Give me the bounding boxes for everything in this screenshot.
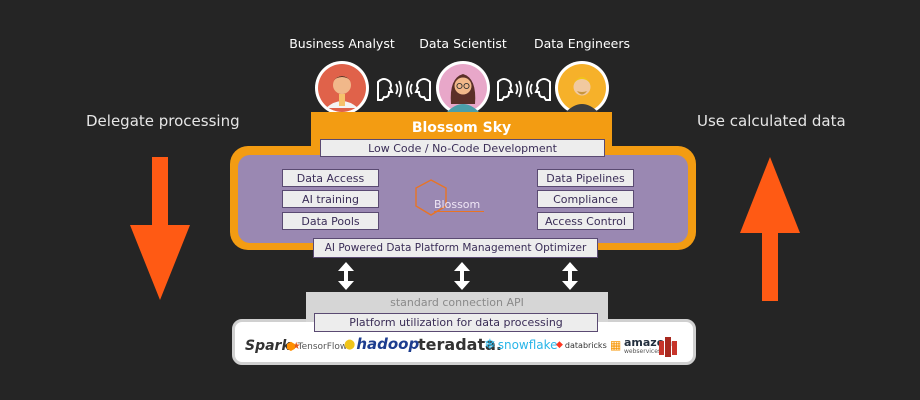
spark-star-icon: ★ xyxy=(291,340,301,352)
aws-redshift-icon xyxy=(659,337,677,357)
persona-label-data-engineers: Data Engineers xyxy=(533,36,630,51)
blossom-logo-underline xyxy=(434,211,484,212)
tensorflow-logo-icon: ⬢ TensorFlow xyxy=(286,340,347,353)
double-arrow-icon-2 xyxy=(454,262,470,290)
databricks-logo-label: databricks xyxy=(564,340,607,350)
spark-logo-label: Spark xyxy=(245,338,291,354)
compliance-box: Compliance xyxy=(537,190,634,208)
delegate-processing-label: Delegate processing xyxy=(86,112,240,130)
teradata-logo-icon: teradata. xyxy=(418,335,502,354)
blossom-logo-icon xyxy=(415,179,447,216)
aws-logo-sublabel: webservices xyxy=(624,348,662,355)
arrow-up-icon xyxy=(740,157,800,301)
teradata-logo-label: teradata. xyxy=(418,335,502,354)
data-scientist-avatar-icon xyxy=(436,61,490,115)
double-arrow-icon-3 xyxy=(562,262,578,290)
snowflake-mark-icon: ❄ xyxy=(484,337,496,353)
ai-optimizer-box: AI Powered Data Platform Management Opti… xyxy=(313,238,598,258)
use-calculated-data-label: Use calculated data xyxy=(697,112,846,130)
persona-label-data-scientist: Data Scientist xyxy=(419,36,507,51)
data-engineer-avatar-icon xyxy=(555,61,609,115)
databricks-mark-icon: ◆ xyxy=(556,340,563,350)
blossom-sky-title: Blossom Sky xyxy=(411,120,512,136)
spark-logo-icon: Spark ★ xyxy=(245,338,301,354)
platform-utilization-box: Platform utilization for data processing xyxy=(314,313,598,332)
arrow-down-icon xyxy=(130,157,190,300)
low-code-box: Low Code / No-Code Development xyxy=(320,139,605,157)
business-analyst-avatar-icon xyxy=(315,61,369,115)
data-pools-box: Data Pools xyxy=(282,212,379,230)
data-access-box: Data Access xyxy=(282,169,379,187)
speaking-exchange-icon-left xyxy=(377,78,431,101)
data-pipelines-box: Data Pipelines xyxy=(537,169,634,187)
double-arrow-icon-1 xyxy=(338,262,354,290)
ai-training-box: AI training xyxy=(282,190,379,208)
snowflake-logo-label: snowflake xyxy=(497,338,558,352)
persona-label-business-analyst: Business Analyst xyxy=(289,36,395,51)
speaking-exchange-icon-right xyxy=(497,78,551,101)
tensorflow-mark-icon: ⬢ xyxy=(286,340,296,353)
hadoop-logo-icon: ● hadoop xyxy=(344,335,419,353)
snowflake-logo-icon: ❄ snowflake xyxy=(484,337,558,353)
access-control-box: Access Control xyxy=(537,212,634,230)
tensorflow-logo-label: TensorFlow xyxy=(297,341,348,352)
aws-cube-icon: ▦ xyxy=(610,338,622,352)
hadoop-logo-label: hadoop xyxy=(356,335,420,353)
hadoop-elephant-icon: ● xyxy=(344,336,356,352)
blossom-logo-label: Blossom xyxy=(434,198,481,211)
databricks-logo-icon: ◆ databricks xyxy=(556,340,607,350)
